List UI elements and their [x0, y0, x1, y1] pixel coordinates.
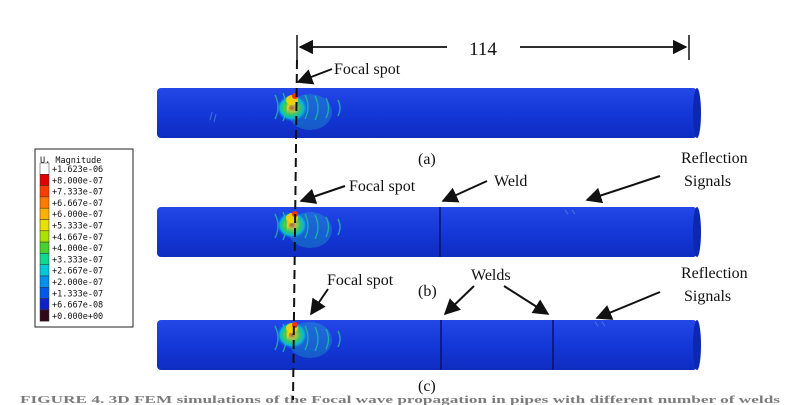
legend: U, Magnitude +1.623e-06+8.000e-07 +7.333e… [34, 148, 134, 328]
wave-pattern-b [274, 209, 576, 248]
reflection-label-a: Reflection [681, 150, 748, 167]
pipe-b [157, 207, 701, 257]
dimension-114: 114 [296, 35, 690, 60]
pipe-a [157, 88, 701, 138]
legend-swatch [39, 298, 50, 311]
reflection-label-c: Reflection [681, 265, 748, 282]
legend-value: +3.333e-07 [52, 255, 103, 265]
legend-value: +1.333e-07 [52, 289, 103, 299]
wave-pattern-a [209, 92, 341, 130]
figure-caption: FIGURE 4. 3D FEM simulations of the Foca… [20, 394, 781, 405]
legend-value: +8.000e-07 [52, 176, 103, 186]
legend-value: +5.333e-07 [52, 222, 103, 232]
panel-c-annotations: Focal spot Welds Reflection Signals (c) [310, 265, 748, 395]
focal-spot-label-c: Focal spot [327, 272, 394, 289]
wave-pattern-c [274, 321, 606, 358]
legend-value: +2.667e-07 [52, 267, 103, 277]
panel-a-annotations: Focal spot Reflection Signals (a) [296, 61, 748, 204]
legend-swatch [39, 196, 50, 209]
legend-swatch [39, 230, 50, 243]
legend-value: +7.333e-07 [52, 188, 103, 198]
dimension-label: 114 [469, 39, 497, 60]
legend-swatch [39, 264, 50, 277]
signals-label-a: Signals [684, 173, 731, 190]
legend-title: U, Magnitude [40, 156, 101, 166]
welds-label-c: Welds [471, 267, 511, 284]
legend-swatch [39, 162, 50, 175]
legend-swatch [39, 241, 50, 254]
legend-value: +6.667e-08 [52, 301, 103, 311]
legend-value: +1.623e-06 [52, 165, 103, 175]
legend-swatch [39, 309, 50, 322]
legend-value: +2.000e-07 [52, 278, 103, 288]
legend-swatch [39, 174, 50, 186]
legend-value: +4.667e-07 [52, 233, 103, 243]
legend-value: +6.667e-07 [52, 199, 103, 209]
legend-swatch [39, 185, 50, 198]
focal-spot-label-b: Focal spot [349, 178, 416, 195]
pipe-c [157, 320, 701, 370]
legend-swatch [39, 275, 50, 288]
legend-swatch [39, 253, 50, 265]
panel-b-annotations: Focal spot Weld (b) [299, 173, 527, 300]
panel-letter-a: (a) [418, 151, 436, 168]
focal-reference-line [292, 59, 298, 401]
panel-letter-c: (c) [418, 378, 436, 395]
legend-swatch [39, 207, 50, 220]
legend-swatch [39, 287, 50, 299]
weld-label-b: Weld [494, 173, 527, 190]
focal-spot-label-a: Focal spot [334, 61, 401, 78]
legend-value: +4.000e-07 [52, 244, 103, 254]
legend-scale: +1.623e-06+8.000e-07 +7.333e-07+6.667e-07… [39, 162, 103, 322]
panel-letter-b: (b) [418, 283, 437, 300]
signals-label-c: Signals [684, 288, 731, 305]
legend-swatch [39, 219, 50, 232]
legend-value: +6.000e-07 [52, 210, 103, 220]
legend-value: +0.000e+00 [52, 312, 103, 322]
